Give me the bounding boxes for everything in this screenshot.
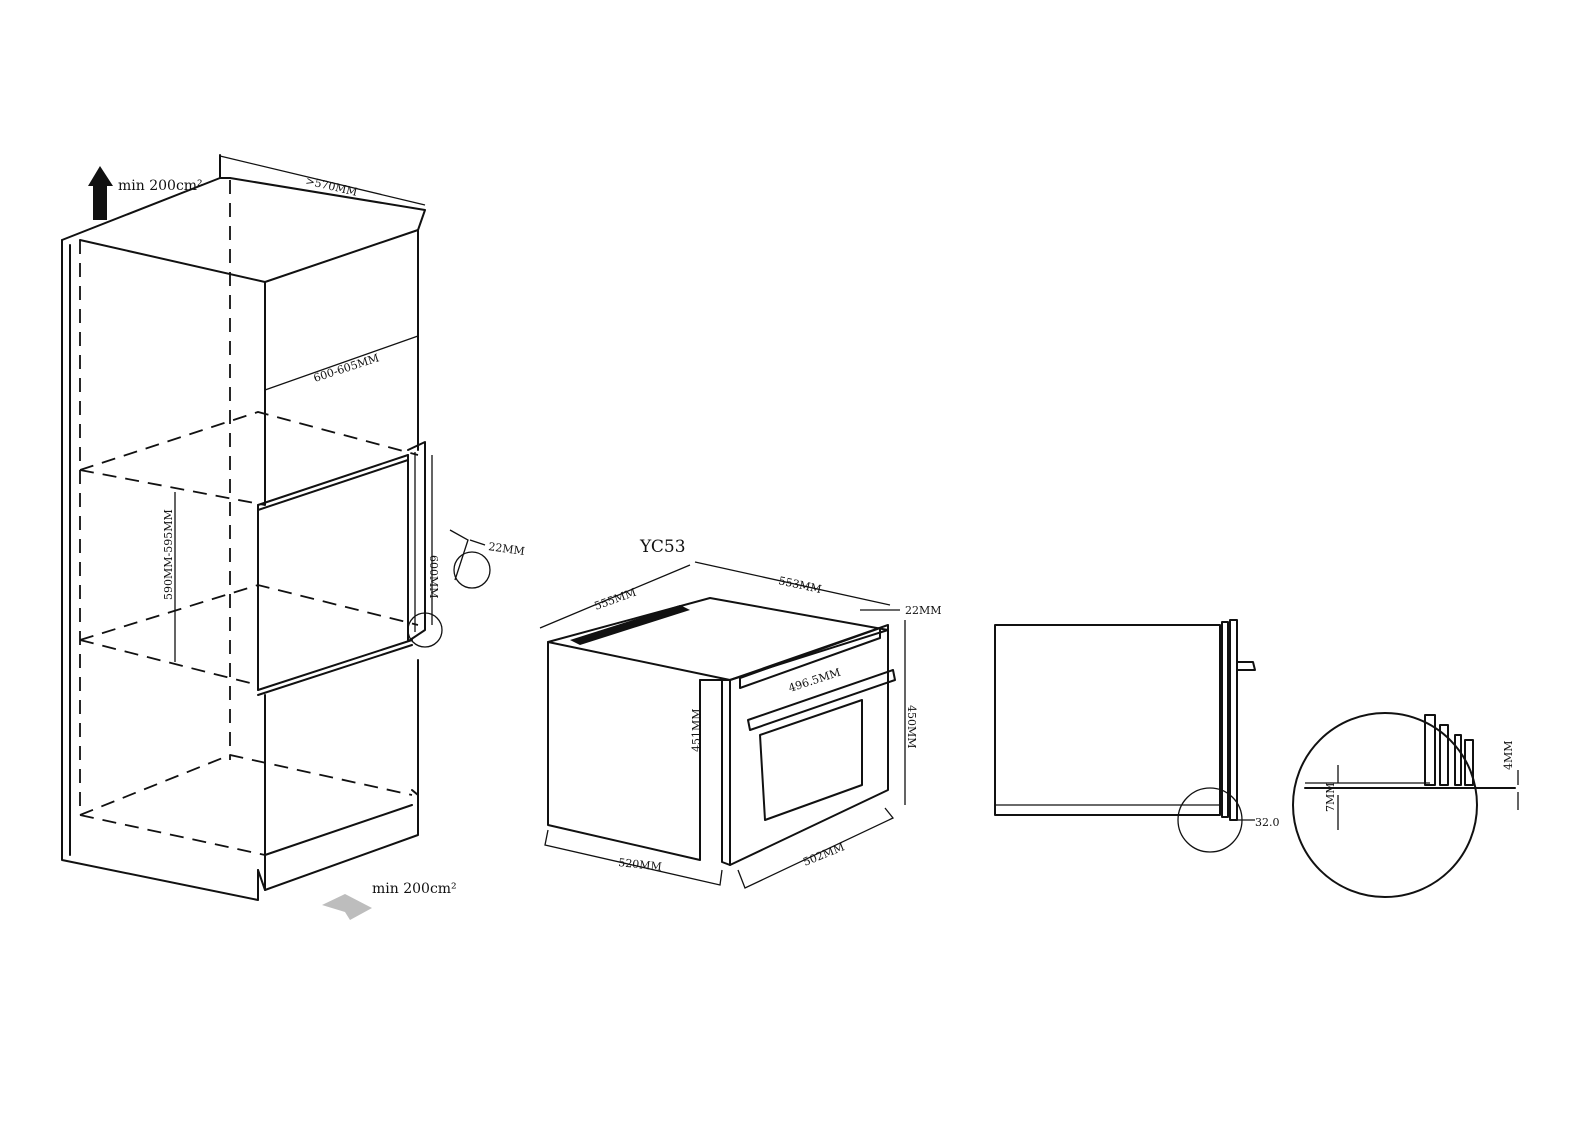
lower-shelf-back	[79, 584, 419, 641]
bottom-vent-label: min 200cm²	[372, 881, 457, 897]
width-dim-line	[264, 335, 419, 391]
plinth	[257, 789, 419, 891]
oven-top-depth-dim	[694, 561, 891, 606]
base-width-dim	[737, 807, 895, 889]
base-width-label: 502MM	[801, 840, 846, 868]
plinth-top	[264, 804, 413, 856]
upper-shelf-back	[79, 411, 419, 471]
control-strip	[739, 627, 881, 689]
detail-glass-3	[1464, 739, 1474, 786]
cabinet-top-corner	[219, 154, 231, 179]
clearance-leader	[469, 539, 486, 546]
oven-depth-label: 555MM	[593, 586, 638, 613]
oven-left-side	[547, 641, 701, 861]
detail-right-label: 4MM	[1502, 740, 1515, 770]
side-door-glass	[1229, 619, 1238, 821]
detail-door	[1424, 714, 1436, 786]
niche-height-label: 590MM-595MM	[162, 509, 175, 600]
top-vent-label: min 200cm²	[118, 178, 203, 194]
cabinet-left-panel	[61, 239, 259, 901]
depth-dim-line	[219, 155, 426, 206]
cabinet-top-left-edge	[61, 177, 221, 241]
base-depth-dim	[544, 829, 723, 886]
oven-opening-bottom-inner	[257, 644, 413, 696]
lower-shelf-front	[79, 639, 259, 686]
cabinet-bottom-back	[79, 754, 413, 816]
upper-shelf-front	[79, 469, 266, 506]
side-handle	[1237, 661, 1256, 671]
oven-opening-top-inner	[257, 459, 409, 511]
door-detail-zoom	[453, 551, 491, 589]
door-detail-marker	[407, 612, 443, 648]
model-label: YC53	[639, 537, 686, 557]
oven-depth-dim	[539, 564, 691, 629]
edge-label: 22MM	[905, 604, 942, 617]
side-door	[1221, 621, 1229, 818]
cabinet-diagram: min 200cm² min 200cm² >570MM 600-605MM 5…	[61, 154, 526, 920]
base-depth-label: 520MM	[618, 856, 663, 873]
detail-glass-1	[1439, 724, 1449, 786]
front-height-label: 450MM	[905, 705, 918, 749]
side-view: 32.0	[994, 619, 1280, 853]
oven-opening-bottom	[257, 639, 413, 691]
detail-circle	[1292, 712, 1478, 898]
oven-window	[759, 699, 863, 821]
oven-opening-top	[257, 454, 409, 506]
oven-top-depth-label: 553MM	[777, 574, 822, 596]
detail-glass-2	[1454, 734, 1462, 786]
door-panel	[407, 441, 426, 641]
oven-front-edge	[721, 679, 731, 866]
oven-front	[729, 624, 889, 866]
body-height-label: 451MM	[690, 708, 703, 752]
door-height-label: 600MM	[427, 555, 440, 599]
clearance-label: 22MM	[488, 540, 526, 558]
detail-left-label: 7MM	[1324, 782, 1337, 812]
gap-label: 32.0	[1255, 816, 1280, 829]
width-label: 600-605MM	[312, 351, 381, 384]
side-body	[994, 624, 1221, 816]
vent-up-arrow-icon	[88, 166, 113, 220]
vent-in-arrow-icon	[322, 894, 372, 920]
detail-view: 7MM 4MM	[1292, 712, 1519, 898]
oven-handle	[747, 669, 896, 731]
vent-slot	[570, 605, 690, 645]
cabinet-bottom-front	[79, 814, 266, 856]
door-detail-profile	[449, 529, 469, 581]
oven-diagram: YC53 555MM 553MM 22MM 496.5MM 451MM 450M…	[539, 537, 942, 889]
